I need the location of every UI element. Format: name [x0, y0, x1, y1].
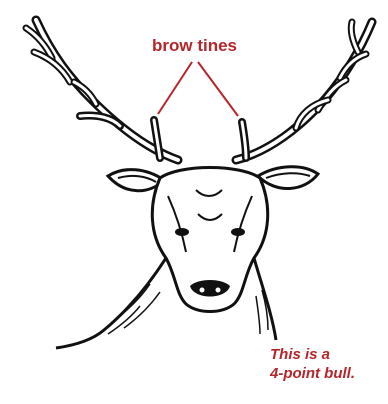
elk-neck [56, 258, 166, 348]
right-eye [231, 228, 245, 236]
caption-line-1: This is a [270, 345, 355, 364]
caption-line-2: 4-point bull. [270, 364, 355, 383]
caption: This is a 4-point bull. [270, 345, 355, 383]
brow-tines-label: brow tines [152, 36, 237, 56]
pointer-line-right [198, 62, 238, 116]
pointer-line-left [158, 62, 192, 114]
left-eye [175, 228, 189, 236]
